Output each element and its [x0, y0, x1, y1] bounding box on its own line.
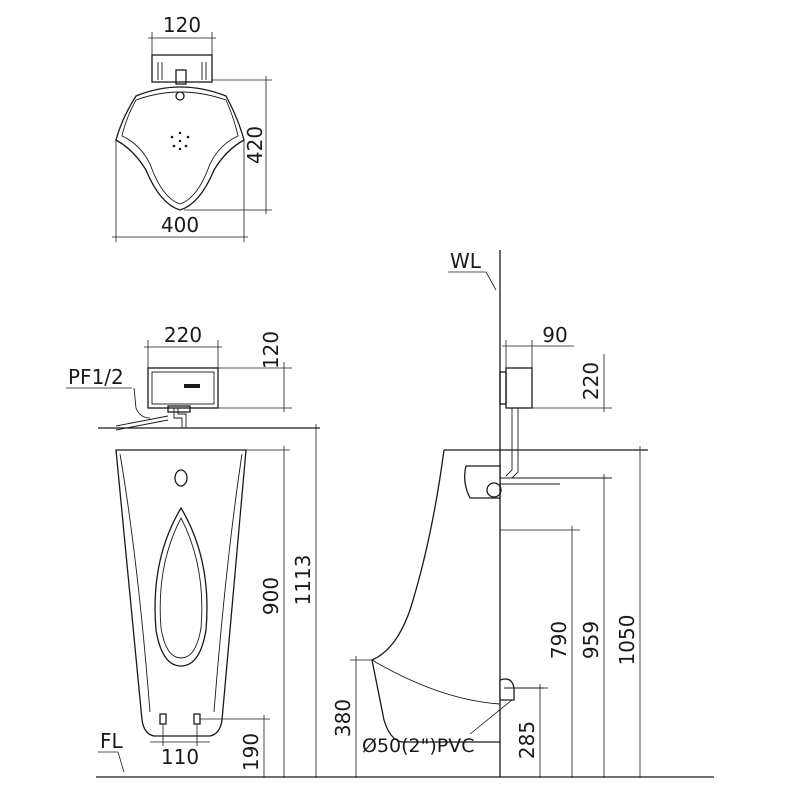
dim-label-bowl-height: 900: [259, 577, 283, 615]
spreader-outlet: [174, 469, 188, 487]
dim-label-outlet-spacing: 110: [161, 745, 199, 769]
label-supply-size: PF1/2: [68, 365, 124, 389]
front-view: PF1/2 220 120 110 190 900: [66, 323, 320, 778]
label-drain-pipe: Ø50(2")PVC: [362, 735, 475, 757]
spreader-fitting: [464, 465, 501, 499]
side-view: WL Ø50(2")PVC 90 220 790: [331, 249, 648, 778]
flush-pipe-side: [505, 408, 513, 477]
sensor-window: [184, 384, 200, 388]
dim-label-1050: 1050: [615, 615, 639, 666]
flush-box-side: [505, 367, 533, 409]
top-view: 120 420 400: [112, 13, 272, 242]
bowl-opening: [154, 506, 208, 667]
dim-label-side-box-height: 220: [579, 362, 603, 400]
urinal-body-front: [115, 449, 247, 737]
bowl-outline-top: [115, 86, 245, 211]
dim-label-box-width: 220: [164, 323, 202, 347]
drain-fitting: [499, 678, 515, 701]
dim-label-top-width: 120: [163, 13, 201, 37]
supply-inlet-pipe: [133, 387, 151, 419]
dim-label-790: 790: [547, 621, 571, 659]
dim-label-top-height: 420: [243, 126, 267, 164]
spreader-ring: [486, 482, 502, 498]
dim-label-total-height: 1113: [291, 555, 315, 606]
dim-label-959: 959: [579, 621, 603, 659]
label-floor: FL: [100, 729, 124, 753]
outlet-right: [193, 713, 201, 725]
spreader-hole: [175, 91, 185, 101]
dim-label-top-width-overall: 400: [161, 213, 199, 237]
urinal-body-side: [371, 449, 500, 743]
inlet-spud: [175, 69, 187, 85]
supply-pipe: [173, 408, 183, 428]
dim-label-380: 380: [331, 699, 355, 737]
dim-label-outlet-height: 190: [239, 733, 263, 771]
label-wall: WL: [450, 249, 482, 273]
wall-bracket: [151, 54, 213, 83]
drain-icon: [170, 131, 190, 151]
dim-label-285: 285: [515, 721, 539, 759]
flush-sensor-box: [147, 367, 219, 409]
dim-label-box-depth: 90: [542, 323, 567, 347]
bowl-inner-rim: [121, 91, 239, 205]
dim-label-box-height: 120: [259, 331, 283, 369]
outlet-left: [159, 713, 167, 725]
